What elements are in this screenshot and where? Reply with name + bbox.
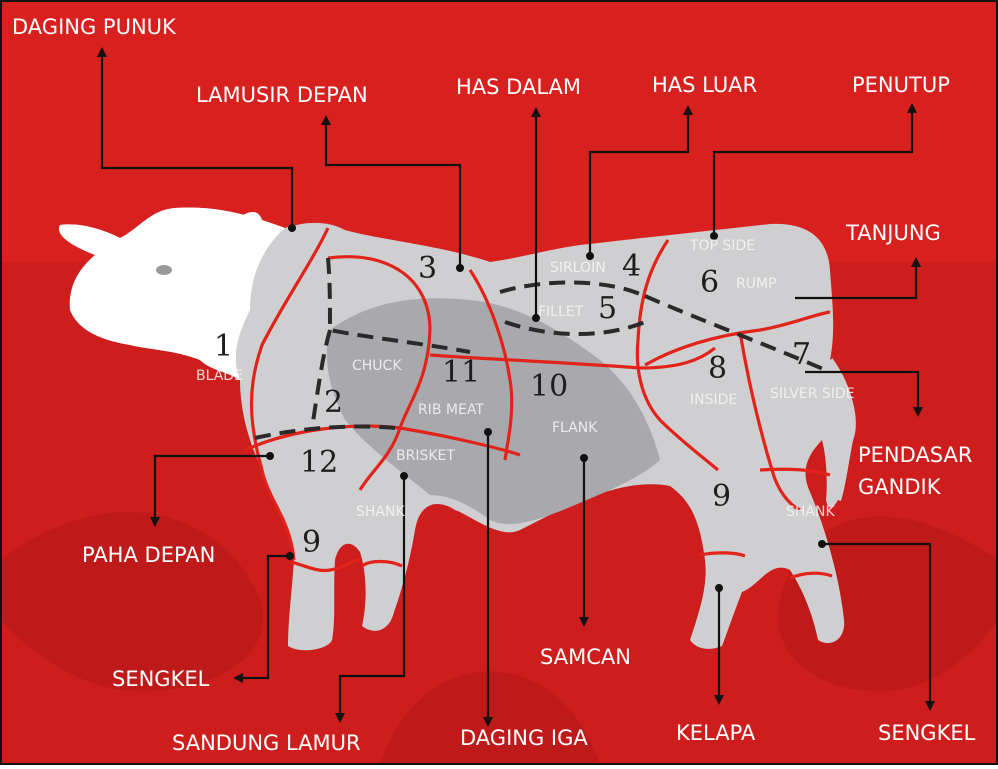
cut-silver-side: SILVER SIDE bbox=[770, 386, 855, 402]
label-pendasar: PENDASAR bbox=[858, 443, 973, 467]
eye bbox=[156, 265, 172, 275]
cut-rib-meat: RIB MEAT bbox=[418, 402, 484, 418]
label-gandik: GANDIK bbox=[858, 475, 942, 499]
number-5: 5 bbox=[598, 291, 617, 326]
label-paha-depan: PAHA DEPAN bbox=[82, 543, 215, 567]
label-has-luar: HAS LUAR bbox=[652, 73, 757, 97]
label-kelapa: KELAPA bbox=[676, 721, 756, 745]
number-3: 3 bbox=[418, 251, 437, 286]
number-8: 8 bbox=[708, 351, 727, 386]
number-4: 4 bbox=[622, 249, 641, 284]
label-tanjung: TANJUNG bbox=[845, 221, 941, 245]
cut-shank-back: SHANK bbox=[786, 504, 835, 520]
cut-rump: RUMP bbox=[736, 276, 777, 292]
cut-blade: BLADE bbox=[196, 368, 243, 384]
label-sengkel-left: SENGKEL bbox=[112, 667, 210, 691]
number-1: 1 bbox=[214, 329, 233, 364]
number-6: 6 bbox=[700, 265, 719, 300]
number-9-back: 9 bbox=[712, 479, 731, 514]
label-lamusir-depan: LAMUSIR DEPAN bbox=[196, 83, 368, 107]
number-12: 12 bbox=[300, 445, 338, 480]
label-daging-punuk: DAGING PUNUK bbox=[12, 15, 177, 39]
label-sandung-lamur: SANDUNG LAMUR bbox=[172, 731, 361, 755]
cut-top-side: TOP SIDE bbox=[689, 238, 755, 254]
number-10: 10 bbox=[530, 369, 568, 404]
cut-inside: INSIDE bbox=[690, 392, 737, 408]
cut-chuck: CHUCK bbox=[352, 358, 402, 374]
cut-flank: FLANK bbox=[552, 420, 598, 436]
label-daging-iga: DAGING IGA bbox=[460, 726, 588, 750]
cut-shank-front: SHANK bbox=[356, 504, 405, 520]
cut-fillet: FILLET bbox=[538, 304, 584, 320]
number-2: 2 bbox=[324, 385, 343, 420]
label-penutup: PENUTUP bbox=[852, 73, 950, 97]
number-7: 7 bbox=[792, 337, 811, 372]
label-has-dalam: HAS DALAM bbox=[456, 75, 581, 99]
number-9-front: 9 bbox=[302, 525, 321, 560]
label-sengkel-right: SENGKEL bbox=[878, 721, 976, 745]
number-11: 11 bbox=[442, 355, 480, 390]
cut-brisket: BRISKET bbox=[396, 448, 455, 464]
cut-sirloin: SIRLOIN bbox=[550, 260, 606, 276]
label-samcan: SAMCAN bbox=[540, 645, 631, 669]
